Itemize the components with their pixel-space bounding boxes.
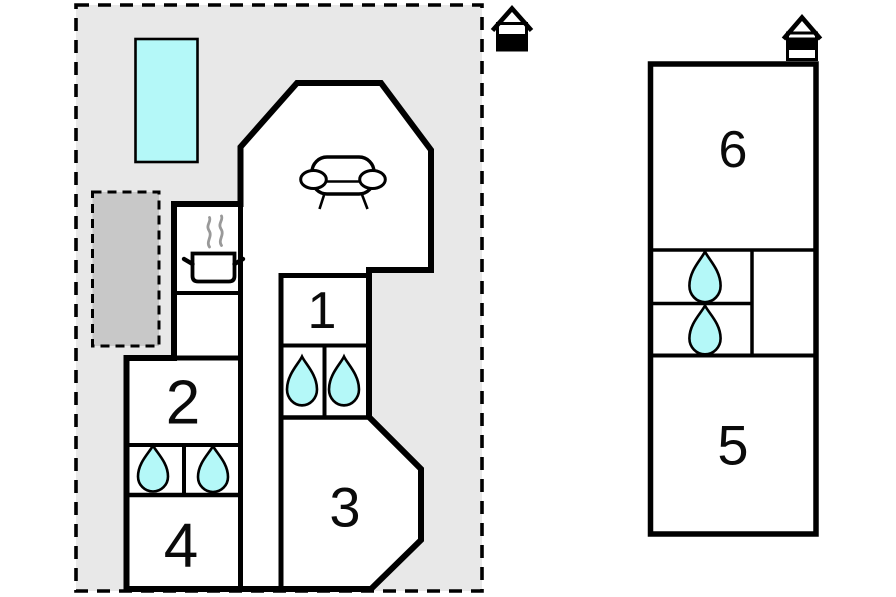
room-label-1: 1 xyxy=(308,282,337,340)
steam-wave xyxy=(218,214,224,247)
house-marker-icon xyxy=(781,13,823,61)
water-drop-icon xyxy=(196,443,230,494)
room-label-3: 3 xyxy=(329,476,360,539)
room-label-6: 6 xyxy=(719,121,748,179)
water-drop-icon xyxy=(327,353,361,407)
swimming-pool xyxy=(134,37,199,164)
room-label-2: 2 xyxy=(166,369,200,438)
water-drop-icon xyxy=(285,353,319,407)
main-house-interior-walls xyxy=(124,204,369,587)
bathroom-drops xyxy=(136,248,722,494)
marker-roof xyxy=(490,5,534,33)
sofa-icon xyxy=(299,155,387,210)
annex-interior-walls xyxy=(648,248,818,358)
steam-wave xyxy=(206,216,212,249)
house-marker-icon xyxy=(490,5,534,52)
pot-handle xyxy=(181,256,195,267)
water-drop-icon xyxy=(688,248,722,304)
steam-icon xyxy=(206,214,224,249)
terrace-patio xyxy=(91,190,161,348)
sofa-armrest xyxy=(358,169,387,190)
marker-roof xyxy=(781,13,823,41)
room-label-5: 5 xyxy=(717,414,748,477)
water-drop-icon xyxy=(688,302,722,356)
cooking-pot-icon xyxy=(181,214,246,284)
annex-outline xyxy=(647,61,819,537)
marker-band xyxy=(499,34,525,49)
sofa-armrest xyxy=(299,169,328,190)
pot-body xyxy=(190,251,237,284)
room-label-4: 4 xyxy=(164,512,198,581)
marker-band xyxy=(789,37,815,50)
water-drop-icon xyxy=(136,442,170,493)
pot-handle xyxy=(232,256,246,267)
